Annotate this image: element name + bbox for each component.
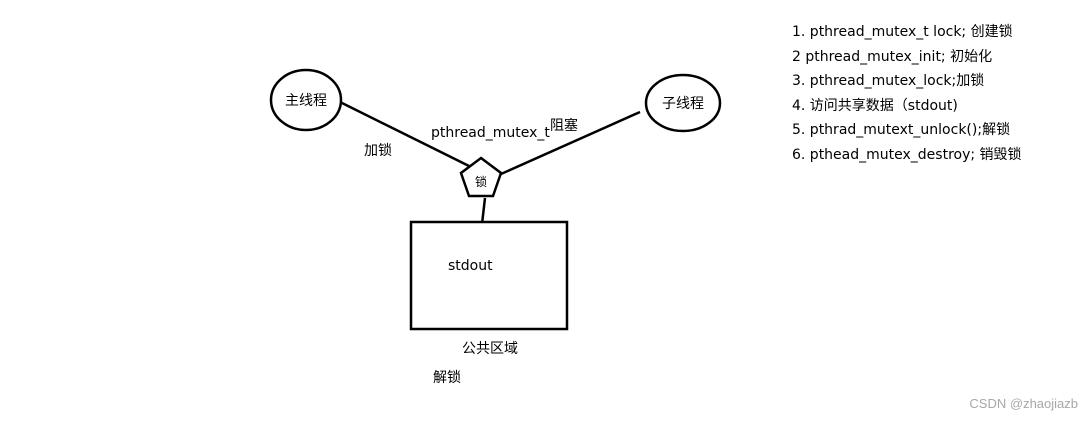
step-item-1: 1. pthread_mutex_t lock; 创建锁 [792,24,1013,40]
stdout-label: stdout [448,258,493,274]
main-thread-label: 主线程 [285,93,327,109]
watermark: CSDN @zhaojiazb [969,396,1078,411]
lock-action-label: 加锁 [364,143,392,159]
step-item-4: 4. 访问共享数据（stdout) [792,97,958,114]
step-item-6: 6. pthead_mutex_destroy; 销毁锁 [792,146,1022,163]
child-thread-label: 子线程 [662,96,704,112]
step-item-5: 5. pthrad_mutext_unlock();解锁 [792,122,1011,138]
step-item-3: 3. pthread_mutex_lock;加锁 [792,73,985,89]
public-area-label: 公共区域 [462,341,518,357]
stdout-box [409,220,569,331]
child-thread-node [644,73,722,133]
step-item-2: 2 pthread_mutex_init; 初始化 [792,48,993,65]
unlock-action-label: 解锁 [433,370,461,386]
blocked-label: 阻塞 [550,118,578,134]
steps-list: 1. pthread_mutex_t lock; 创建锁 2 pthread_m… [792,20,1022,167]
lock-to-stdout-connector [480,197,487,225]
lock-label: 锁 [475,174,487,189]
lock-node [459,156,503,198]
main-thread-to-lock-connector [339,100,470,168]
child-thread-to-lock-connector [500,110,641,176]
main-thread-node [269,68,343,132]
mutex-type-label: pthread_mutex_t [431,125,550,141]
